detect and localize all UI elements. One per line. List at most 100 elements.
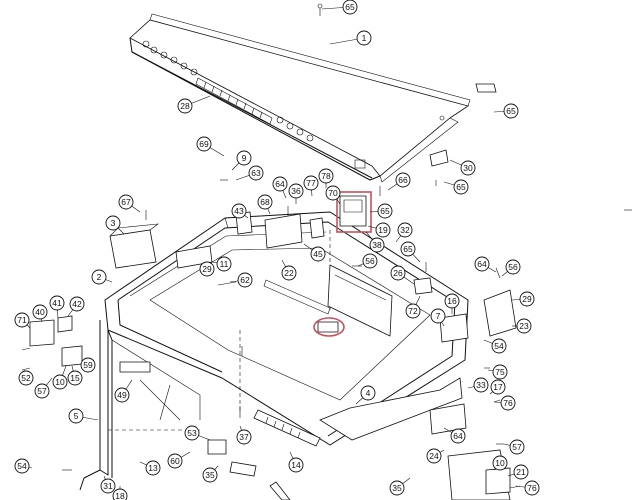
callout-circle: [318, 168, 334, 184]
part-number-label: 40: [35, 307, 45, 317]
part-callout-56: 56: [362, 253, 378, 269]
callout-circle: [503, 103, 519, 119]
callout-circle: [114, 387, 130, 403]
callout-circle: [325, 185, 341, 201]
part-callout-35: 35: [389, 480, 405, 496]
part-callout-77: 77: [303, 175, 319, 191]
part-number-label: 2: [97, 272, 102, 282]
callout-circle: [236, 429, 252, 445]
callout-circle: [389, 480, 405, 496]
callout-circle: [516, 318, 532, 334]
part-callout-62: 62: [237, 272, 253, 288]
part-callout-66: 66: [395, 172, 411, 188]
part-callout-56: 56: [505, 259, 521, 275]
callout-circle: [444, 293, 460, 309]
callout-circle: [460, 160, 476, 176]
part-number-label: 63: [251, 168, 261, 178]
part-callout-76: 76: [524, 480, 540, 496]
part-callout-37: 37: [236, 429, 252, 445]
callout-circle: [474, 256, 490, 272]
part-number-label: 29: [202, 264, 212, 274]
part-number-label: 59: [83, 360, 93, 370]
part-callout-2: 2: [91, 269, 107, 285]
part-callout-13: 13: [145, 460, 161, 476]
part-callout-64: 64: [272, 176, 288, 192]
part-number-label: 30: [463, 163, 473, 173]
callout-circle: [450, 428, 466, 444]
callout-circle: [52, 374, 68, 390]
part-callout-53: 53: [184, 425, 200, 441]
callout-circle: [395, 172, 411, 188]
callout-circle: [49, 295, 65, 311]
part-number-label: 62: [240, 275, 250, 285]
part-callout-18: 18: [112, 488, 128, 500]
callout-circle: [68, 408, 84, 424]
part-number-label: 54: [494, 341, 504, 351]
part-callout-19: 19: [375, 222, 391, 238]
part-number-label: 14: [291, 460, 301, 470]
callout-circle: [490, 379, 506, 395]
part-number-label: 31: [103, 481, 113, 491]
part-callout-30: 30: [460, 160, 476, 176]
part-number-label: 64: [453, 431, 463, 441]
callout-circle: [505, 259, 521, 275]
part-number-label: 9: [242, 153, 247, 163]
part-callout-75: 75: [492, 364, 508, 380]
callout-circle: [257, 194, 273, 210]
part-number-label: 65: [403, 244, 413, 254]
part-callout-60: 60: [167, 453, 183, 469]
part-number-label: 10: [55, 377, 65, 387]
part-callout-40: 40: [32, 304, 48, 320]
part-callout-42: 42: [69, 296, 85, 312]
part-number-label: 19: [378, 225, 388, 235]
part-callout-65: 65: [342, 0, 358, 15]
callout-circle: [236, 150, 252, 166]
callout-circle: [32, 304, 48, 320]
part-callout-64: 64: [474, 256, 490, 272]
callout-circle: [145, 460, 161, 476]
part-callout-1: 1: [356, 30, 372, 46]
top-panel: [129, 13, 471, 183]
part-callout-49: 49: [114, 387, 130, 403]
part-number-label: 76: [527, 483, 537, 493]
part-number-label: 66: [398, 175, 408, 185]
callout-circle: [377, 203, 393, 219]
callout-circle: [112, 488, 128, 500]
part-number-label: 21: [516, 467, 526, 477]
callout-circle: [34, 383, 50, 399]
callout-circle: [369, 237, 385, 253]
callout-circle: [473, 377, 489, 393]
part-callout-65: 65: [400, 241, 416, 257]
part-number-label: 16: [447, 296, 457, 306]
part-number-label: 65: [380, 206, 390, 216]
line-drawing: [21, 3, 632, 500]
part-number-label: 26: [393, 268, 403, 278]
part-number-label: 78: [321, 171, 331, 181]
part-callout-15: 15: [67, 370, 83, 386]
part-number-label: 70: [328, 188, 338, 198]
callout-circle: [390, 265, 406, 281]
part-number-label: 68: [260, 197, 270, 207]
part-callout-54: 54: [14, 458, 30, 474]
part-number-label: 37: [239, 432, 249, 442]
part-callout-70: 70: [325, 185, 341, 201]
callout-circle: [310, 246, 326, 262]
part-number-label: 56: [365, 256, 375, 266]
callout-circle: [272, 176, 288, 192]
callout-circle: [18, 370, 34, 386]
part-number-label: 53: [187, 428, 197, 438]
callout-circle: [491, 338, 507, 354]
part-callout-71: 71: [14, 312, 30, 328]
part-number-label: 56: [508, 262, 518, 272]
part-callout-72: 72: [405, 303, 421, 319]
part-number-label: 69: [199, 139, 209, 149]
highlight-circle: [313, 317, 345, 337]
part-number-label: 35: [392, 483, 402, 493]
part-number-label: 65: [506, 106, 516, 116]
part-callout-45: 45: [310, 246, 326, 262]
part-number-label: 43: [234, 206, 244, 216]
callout-circle: [216, 256, 232, 272]
part-number-label: 72: [408, 306, 418, 316]
part-number-label: 5: [74, 411, 79, 421]
